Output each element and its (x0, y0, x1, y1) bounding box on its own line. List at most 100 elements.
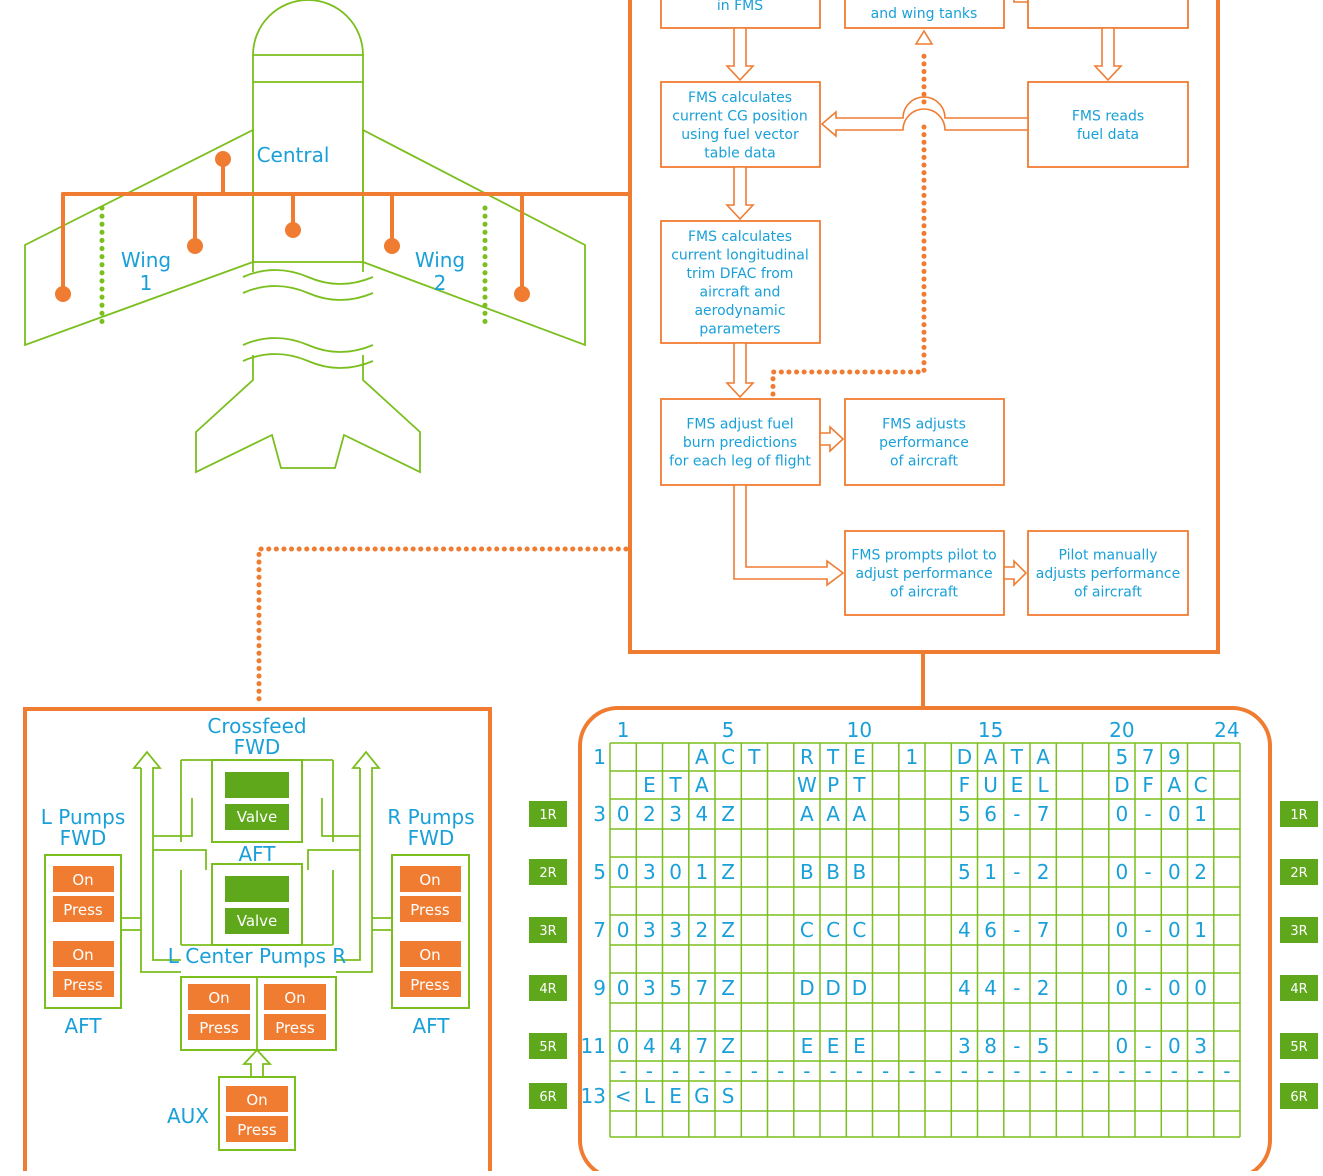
cdu-character: 3 (669, 918, 682, 942)
lsk-right-4r-button[interactable] (1280, 975, 1318, 1001)
cdu-character: C (1194, 773, 1208, 797)
arrow-down-2 (1093, 27, 1123, 82)
aux-label: AUX (167, 1104, 209, 1128)
reads-fuel-line: fuel data (1077, 127, 1139, 143)
cdu-character: A (695, 745, 709, 769)
l-pump-aft-on-button[interactable] (53, 941, 114, 967)
adjust-burn-line: FMS adjust fuel (686, 417, 793, 433)
box-wing-tanks: and wing tanks (844, 0, 1005, 29)
l-pump-fwd-press-button[interactable] (53, 896, 114, 922)
l-pump-aft-press-button[interactable] (53, 971, 114, 997)
cdu-character: - (672, 1059, 679, 1083)
cdu-character: A (1168, 773, 1182, 797)
cdu-character: P (827, 773, 839, 797)
lsk-right-1r-button[interactable] (1280, 801, 1318, 827)
r-pump-aft-press-button[interactable] (400, 971, 461, 997)
center-pump-left-on-button[interactable] (188, 984, 250, 1010)
cdu-character: Z (721, 802, 735, 826)
lsk-right-6r-button[interactable] (1280, 1083, 1318, 1109)
valve-fwd-button[interactable] (225, 804, 289, 830)
lsk-left-3r-button[interactable] (529, 917, 567, 943)
break-mark-4 (242, 353, 374, 369)
valve-fwd-indicator[interactable] (225, 772, 289, 798)
cdu-character: 0 (1194, 976, 1207, 1000)
cdu-character: Z (721, 1034, 735, 1058)
crossfeed-label: Crossfeed (207, 714, 306, 738)
lsk-right-2r-button[interactable] (1280, 859, 1318, 885)
cdu-character: L (644, 1084, 656, 1108)
cdu-character: A (1036, 745, 1050, 769)
r-pump-aft-on-button[interactable] (400, 941, 461, 967)
nose (252, 0, 364, 56)
cdu-character: < (615, 1084, 632, 1108)
reads-fuel-line: FMS reads (1072, 108, 1144, 124)
cdu-character: E (669, 1084, 682, 1108)
lsk-left-1r-button[interactable] (529, 801, 567, 827)
lsk-left-2r-button[interactable] (529, 859, 567, 885)
cdu-character: 0 (1168, 1034, 1181, 1058)
crossfeed-fwd-label: FWD (234, 735, 281, 759)
cdu-column-number: 20 (1109, 718, 1134, 742)
cdu-character: 2 (1037, 976, 1050, 1000)
aux-on-button[interactable] (226, 1086, 288, 1112)
cdu-character: E (853, 1034, 866, 1058)
box-calc-cg (660, 81, 821, 168)
cdu-character: 5 (958, 802, 971, 826)
cdu-character: 0 (1168, 976, 1181, 1000)
fuel-pipes (121, 750, 392, 1077)
center-pump-right-press-button[interactable] (264, 1014, 326, 1040)
box-reads-fuel (1027, 81, 1189, 168)
lsk-left-5r-button[interactable] (529, 1033, 567, 1059)
r-pumps-label: R Pumps (387, 805, 474, 829)
center-pump-left-on-label: On (208, 989, 229, 1007)
cdu-character: 4 (696, 802, 709, 826)
r-pump-fwd-on-button[interactable] (400, 866, 461, 892)
cdu-character: - (803, 1059, 810, 1083)
lsk-left-6r-button[interactable] (529, 1083, 567, 1109)
cdu-character: - (856, 1059, 863, 1083)
lsk-left-4r-button[interactable] (529, 975, 567, 1001)
center-pump-right-on-button[interactable] (264, 984, 326, 1010)
cdu-character: - (1013, 918, 1020, 942)
cdu-character: 2 (696, 918, 709, 942)
l-pump-aft-on-label: On (72, 946, 93, 964)
cdu-row-number: 1 (593, 745, 606, 769)
cdu-character: - (908, 1059, 915, 1083)
l-pump-fwd-on-button[interactable] (53, 866, 114, 892)
l-pump-aft-press-label: Press (63, 976, 103, 994)
valve-aft-indicator[interactable] (225, 876, 289, 902)
calc-trim-line: aircraft and (700, 284, 781, 300)
cdu-character: - (1171, 1059, 1178, 1083)
arrow-down-3 (725, 166, 755, 221)
cdu-character: - (751, 1059, 758, 1083)
cdu-character: 4 (643, 1034, 656, 1058)
cdu-character: 3 (1194, 1034, 1207, 1058)
cdu-character: - (1144, 918, 1151, 942)
cdu-grid (609, 742, 1241, 1138)
aux-press-button[interactable] (226, 1116, 288, 1142)
lsk-label: 3R (1290, 924, 1307, 939)
adjust-burn-line: burn predictions (683, 435, 797, 451)
box-reads-fuel-text: FMS reads fuel data (1072, 108, 1144, 143)
cdu-character: - (1066, 1059, 1073, 1083)
lsk-right-3r-button[interactable] (1280, 917, 1318, 943)
lsk-label: 5R (1290, 1040, 1307, 1055)
center-pump-right-on-label: On (284, 989, 305, 1007)
cdu-character: C (800, 918, 814, 942)
cdu-character: S (722, 1084, 735, 1108)
valve-fwd-label: Valve (237, 808, 278, 826)
center-pump-left-press-button[interactable] (188, 1014, 250, 1040)
l-pump-fwd-press-label: Press (63, 901, 103, 919)
center-pump-right: On Press (264, 984, 326, 1040)
crossfeed-bracket (180, 760, 334, 842)
lsk-label: 5R (539, 1040, 556, 1055)
cdu-character: 0 (617, 918, 630, 942)
lsk-right-5r-button[interactable] (1280, 1033, 1318, 1059)
r-pump-fwd-press-button[interactable] (400, 896, 461, 922)
fuel-panel-frame (23, 707, 492, 1171)
valve-aft-button[interactable] (225, 908, 289, 934)
